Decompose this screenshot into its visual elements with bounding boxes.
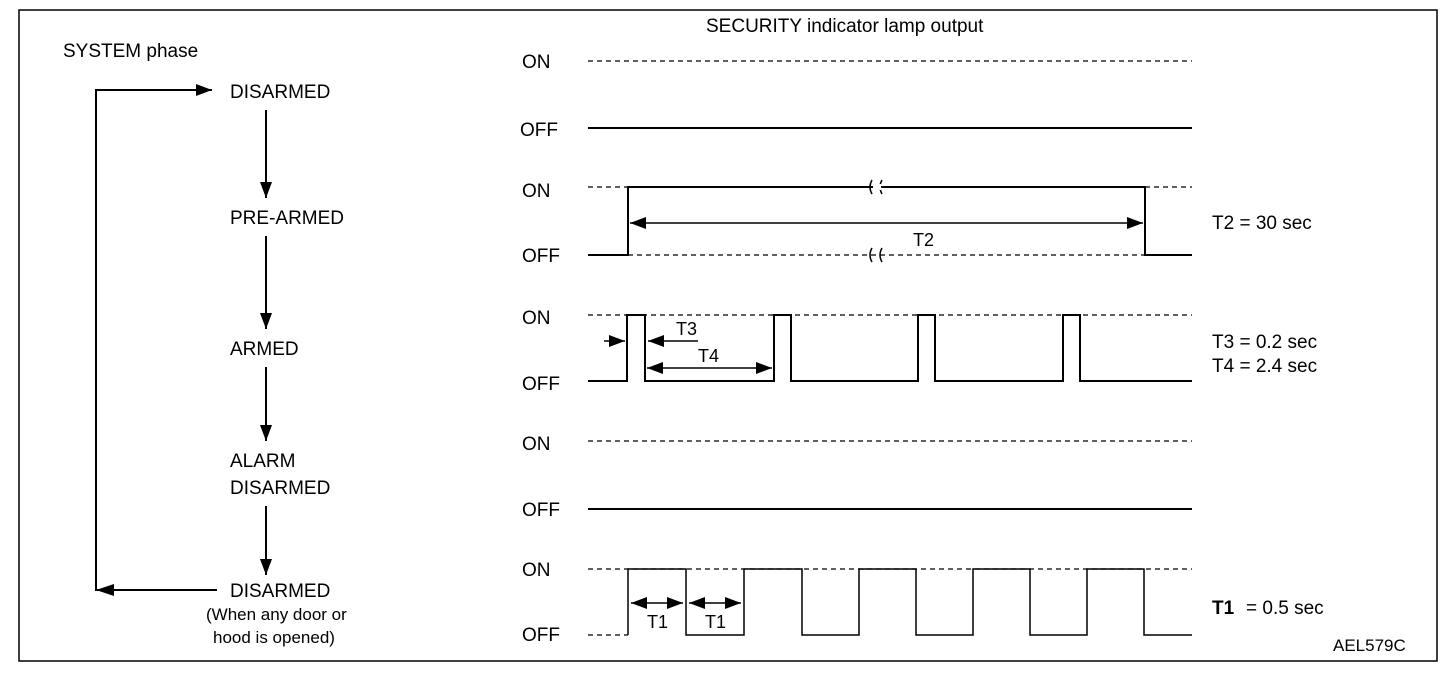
level-off-pre-armed: OFF <box>522 246 560 267</box>
t1-note-label: T1 <box>1212 598 1235 619</box>
t3-note: T3 = 0.2 sec <box>1212 332 1317 353</box>
level-on-pre-armed: ON <box>522 181 551 202</box>
row2-break-gap-top <box>873 184 881 190</box>
phase-disarmed-bottom: DISARMED <box>230 581 330 602</box>
level-off-disarmed: OFF <box>520 120 558 141</box>
level-on-armed: ON <box>522 308 551 329</box>
phase-disarmed-top: DISARMED <box>230 82 330 103</box>
phase-armed: ARMED <box>230 339 299 360</box>
t4-label: T4 <box>698 346 719 366</box>
t1-second-label: T1 <box>705 612 726 632</box>
row5-signal <box>627 568 1192 636</box>
return-loop-arrow <box>95 84 217 591</box>
row3-signal <box>588 314 1192 382</box>
t1-first-label: T1 <box>647 612 668 632</box>
row2-break-mark-bottom <box>869 247 883 263</box>
phase-alarm-disarmed-line1: ALARM <box>230 451 295 472</box>
return-loop-arrowhead-left <box>96 584 114 596</box>
system-phase-title: SYSTEM phase <box>63 41 198 62</box>
phase-alarm-disarmed-line2: DISARMED <box>230 478 330 499</box>
phase-disarmed-bottom-note2: hood is opened) <box>213 628 335 647</box>
t4-note: T4 = 2.4 sec <box>1212 356 1317 377</box>
level-on-disarmed-opened: ON <box>522 560 551 581</box>
level-off-armed: OFF <box>522 374 560 395</box>
level-on-disarmed: ON <box>522 52 551 73</box>
t2-label: T2 <box>913 230 934 250</box>
figure-id: AEL579C <box>1333 636 1406 655</box>
t2-note: T2 = 30 sec <box>1212 213 1312 234</box>
t3-label: T3 <box>676 319 697 339</box>
row2-signal <box>588 186 1192 256</box>
lamp-output-title: SECURITY indicator lamp output <box>706 16 984 37</box>
phase-disarmed-bottom-note1: (When any door or <box>206 605 347 624</box>
diagram-frame <box>18 9 1438 662</box>
t1-note-value: = 0.5 sec <box>1246 598 1324 619</box>
level-off-disarmed-opened: OFF <box>522 625 560 646</box>
level-on-alarm-disarmed: ON <box>522 434 551 455</box>
phase-pre-armed: PRE-ARMED <box>230 208 344 229</box>
level-off-alarm-disarmed: OFF <box>522 500 560 521</box>
